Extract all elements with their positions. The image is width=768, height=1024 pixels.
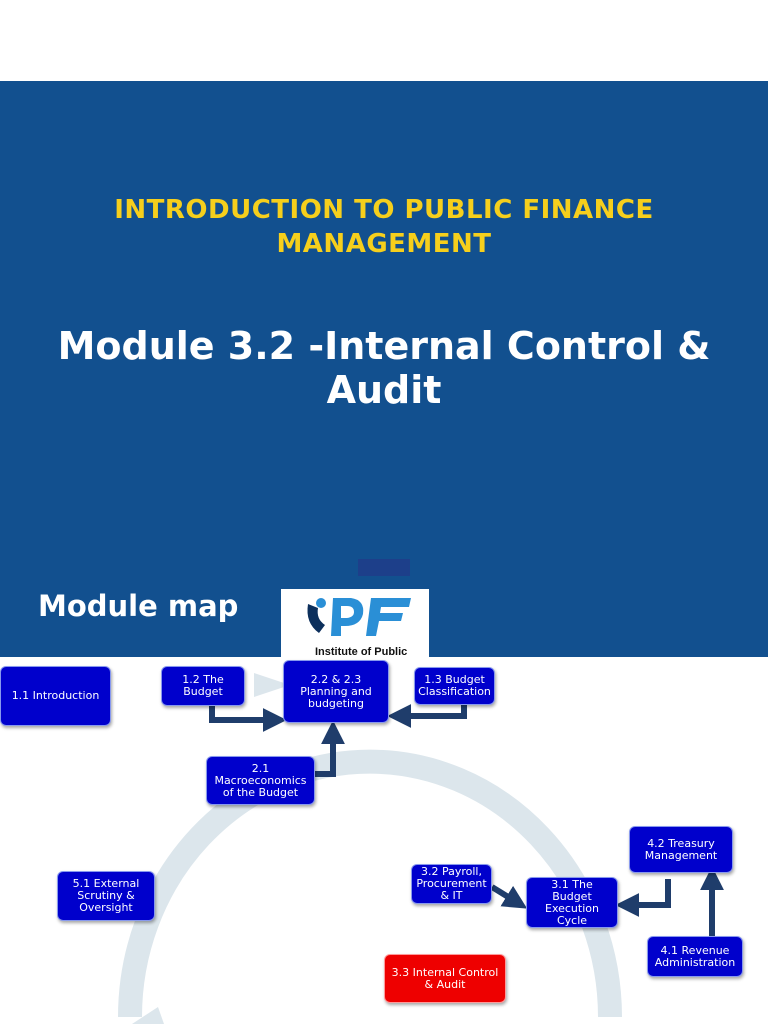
node-the-budget[interactable]: 1.2 The Budget (161, 666, 245, 706)
ipf-logo: Institute of Public (281, 589, 429, 668)
node-budget-execution-cycle[interactable]: 3.1 The Budget Execution Cycle (526, 877, 618, 928)
logo-text: Institute of Public (315, 646, 408, 658)
arrow-treasury-to-execution (615, 879, 671, 917)
decorative-tab (358, 559, 410, 576)
node-external-scrutiny[interactable]: 5.1 External Scrutiny & Oversight (57, 871, 155, 921)
node-internal-control-audit[interactable]: 3.3 Internal Control & Audit (384, 954, 506, 1003)
arrow-classification-to-planning (387, 702, 467, 728)
cycle-arrowhead-bottom (132, 1007, 164, 1024)
cycle-arrowhead-top (254, 673, 290, 697)
course-title: INTRODUCTION TO PUBLIC FINANCE MANAGEMEN… (114, 195, 654, 259)
node-payroll-procurement-it[interactable]: 3.2 Payroll, Procurement & IT (411, 864, 492, 904)
ipf-logo-mark-icon (307, 598, 411, 636)
module-map-heading: Module map (38, 589, 239, 623)
module-map-diagram: 1.1 Introduction 1.2 The Budget 2.2 & 2.… (0, 657, 768, 1024)
node-planning-and-budgeting[interactable]: 2.2 & 2.3 Planning and budgeting (283, 660, 389, 723)
node-macroeconomics[interactable]: 2.1 Macroeconomics of the Budget (206, 756, 315, 805)
node-budget-classification[interactable]: 1.3 Budget Classification (414, 667, 495, 705)
node-treasury-management[interactable]: 4.2 Treasury Management (629, 826, 733, 873)
arrow-budget-to-planning (209, 706, 287, 732)
node-introduction[interactable]: 1.1 Introduction (0, 666, 111, 726)
node-revenue-administration[interactable]: 4.1 Revenue Administration (647, 936, 743, 977)
arrow-payroll-to-execution (490, 884, 528, 909)
arrow-macro-to-planning (315, 720, 345, 777)
module-title: Module 3.2 -Internal Control & Audit (57, 324, 711, 412)
